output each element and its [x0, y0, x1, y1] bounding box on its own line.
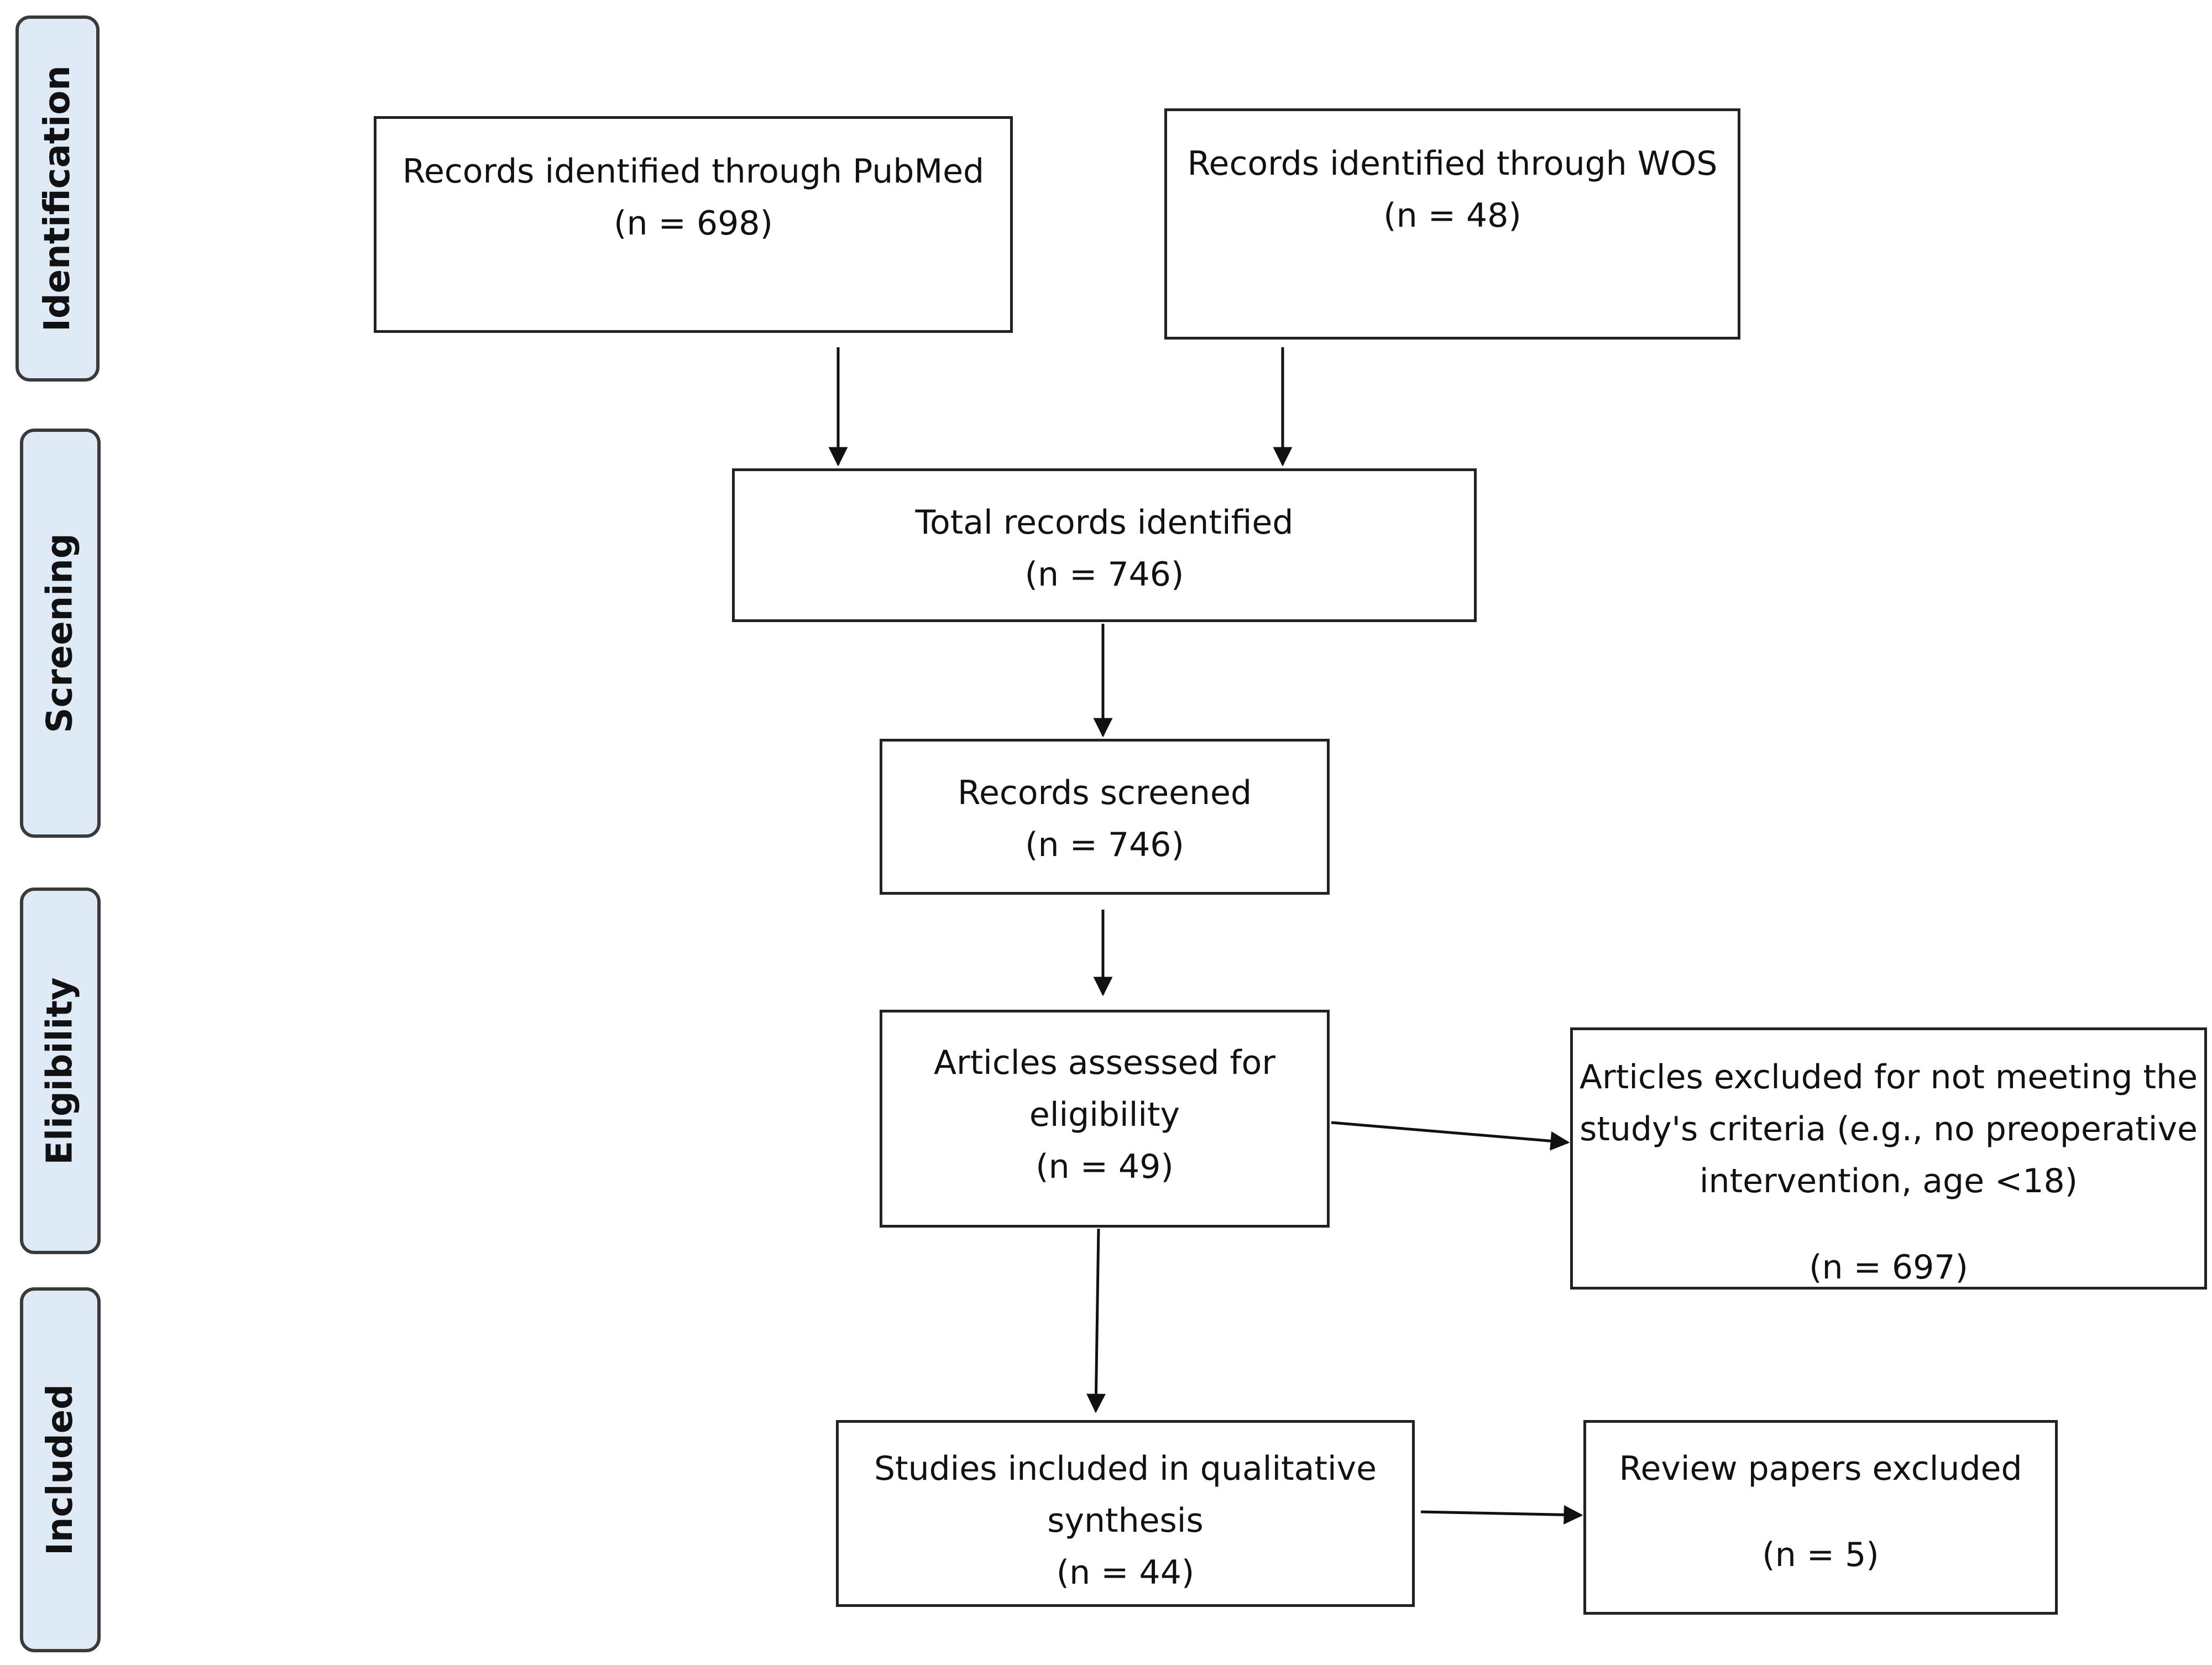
excluded-criteria-count: (n = 697)	[1809, 1248, 1968, 1287]
pubmed-records-count: (n = 698)	[614, 204, 773, 243]
phase-identification: Identification	[15, 15, 100, 382]
included-studies-box: Studies included in qualitative synthesi…	[836, 1420, 1415, 1607]
records-screened-box: Records screened (n = 746)	[880, 739, 1330, 895]
phase-eligibility: Eligibility	[20, 888, 101, 1254]
arrow-assessed-to-excluded	[1331, 1121, 1570, 1151]
included-studies-line1: Studies included in qualitative	[874, 1449, 1377, 1488]
wos-records-count: (n = 48)	[1383, 196, 1521, 235]
assessed-eligibility-count: (n = 49)	[1036, 1147, 1174, 1186]
records-screened-title: Records screened	[957, 774, 1252, 812]
total-records-count: (n = 746)	[1024, 555, 1184, 594]
review-excluded-count: (n = 5)	[1762, 1536, 1879, 1574]
arrow-included-to-review	[1420, 1505, 1583, 1525]
wos-records-title: Records identified through WOS	[1187, 144, 1718, 183]
excluded-criteria-line1: Articles excluded for not meeting the	[1580, 1058, 2198, 1097]
excluded-criteria-line2: study's criteria (e.g., no preoperative	[1580, 1110, 2198, 1149]
total-records-title: Total records identified	[915, 503, 1294, 542]
pubmed-records-box: Records identified through PubMed (n = 6…	[374, 116, 1013, 333]
records-screened-count: (n = 746)	[1025, 826, 1184, 864]
review-excluded-title: Review papers excluded	[1619, 1449, 2022, 1488]
phase-included: Included	[20, 1287, 101, 1652]
pubmed-records-title: Records identified through PubMed	[402, 152, 985, 191]
wos-records-box: Records identified through WOS (n = 48)	[1164, 108, 1740, 340]
included-studies-line2: synthesis	[1047, 1501, 1204, 1540]
phase-screening: Screening	[20, 429, 101, 838]
assessed-eligibility-box: Articles assessed for eligibility (n = 4…	[880, 1010, 1330, 1228]
assessed-eligibility-line1: Articles assessed for	[933, 1043, 1276, 1082]
total-records-box: Total records identified (n = 746)	[732, 468, 1477, 622]
included-studies-count: (n = 44)	[1056, 1553, 1195, 1592]
review-excluded-box: Review papers excluded (n = 5)	[1583, 1420, 2058, 1615]
excluded-criteria-line3: intervention, age <18)	[1699, 1162, 2078, 1201]
arrow-assessed-to-included	[1086, 1228, 1106, 1413]
excluded-criteria-box: Articles excluded for not meeting the st…	[1570, 1027, 2207, 1290]
assessed-eligibility-line2: eligibility	[1029, 1095, 1180, 1134]
